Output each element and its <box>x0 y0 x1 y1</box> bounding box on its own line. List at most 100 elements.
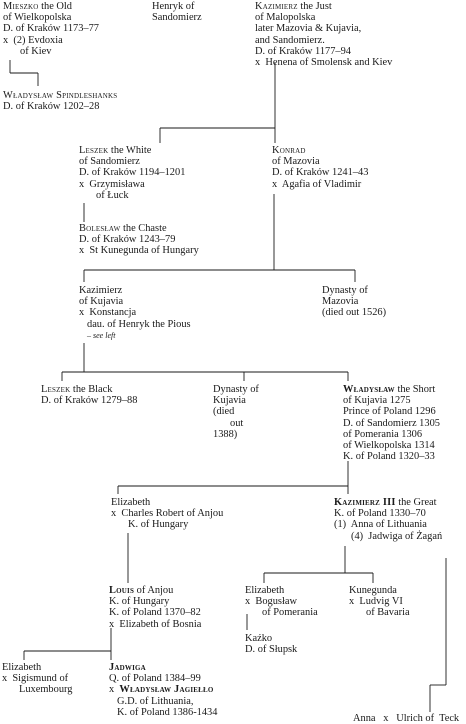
node-line: dau. of Henryk the Pious <box>79 319 191 330</box>
node-text: Luxembourg <box>19 684 73 696</box>
node-line: x St Kunegunda of Hungary <box>79 245 199 256</box>
node-line: D. of Sandomierz 1305 <box>343 418 440 429</box>
node-line: Leszek the White <box>79 145 185 156</box>
node-line: x Grzymisława <box>79 179 185 190</box>
node-line: of Wielkopolska <box>3 12 99 23</box>
node-text: D. of Kraków 1194–1201 <box>79 167 186 179</box>
node-text: Mieszko <box>3 1 39 12</box>
node-text: Kazimierz <box>79 285 123 296</box>
node-line: Kunegunda <box>349 585 410 596</box>
node-text: x St Kunegunda of Hungary <box>79 245 199 257</box>
node-text: – see left <box>87 330 116 340</box>
node-text: later Mazovia & Kujavia, <box>255 23 362 35</box>
node-text: Jadwiga <box>109 662 146 673</box>
node-line: Kazimierz III the Great <box>334 497 442 508</box>
node-text: and Sandomierz. <box>255 34 325 46</box>
node-line: x Konstancja <box>79 307 191 318</box>
node-text: Kazimierz <box>255 1 298 12</box>
node-line: K. of Hungary <box>109 596 201 607</box>
node-line: of Kujavia <box>79 296 191 307</box>
node-line: Kazimierz <box>79 285 191 296</box>
node-text: D. of Sandomierz 1305 <box>343 417 440 429</box>
node-text: of Sandomierz <box>79 156 140 168</box>
node-line: D. of Kraków 1243–79 <box>79 234 199 245</box>
node-line: – see left <box>79 330 191 341</box>
node-text: 1388) <box>213 428 238 440</box>
node-line: Kujavia <box>213 395 259 406</box>
node-text: x Agafia of Vladimir <box>272 178 362 190</box>
node-text: K. of Poland 1330–70 <box>334 508 426 520</box>
node-text: K. of Poland 1386-1434 <box>117 706 218 718</box>
node-line: of Kujavia 1275 <box>343 395 440 406</box>
node-text: x Ludvig VI <box>349 596 403 608</box>
node-line: D. of Kraków 1177–94 <box>255 46 392 57</box>
node-line: K. of Poland 1330–70 <box>334 508 442 519</box>
node-line: 1388) <box>213 429 259 440</box>
node-text: x <box>109 684 120 696</box>
node-text: x Sigismund of <box>2 673 69 685</box>
node-line: K. of Hungary <box>111 519 223 530</box>
node-line: D. of Kraków 1279–88 <box>41 395 137 406</box>
node-text: out <box>230 417 244 429</box>
node-text: K. of Hungary <box>109 596 170 608</box>
node-text: D. of Kraków 1177–94 <box>255 45 352 57</box>
node-line: and Sandomierz. <box>255 35 392 46</box>
node-line: Dynasty of <box>213 384 259 395</box>
node-text: D. of Kraków 1173–77 <box>3 23 100 35</box>
node-line: x Ludvig VI <box>349 596 410 607</box>
node-line: (died out 1526) <box>322 307 386 318</box>
node-text: Kunegunda <box>349 585 397 596</box>
node-line: of Pomerania 1306 <box>343 429 440 440</box>
node-text: of Łuck <box>96 189 129 201</box>
node-line: Elizabeth <box>2 662 73 673</box>
node-line: K. of Poland 1386-1434 <box>109 707 217 718</box>
node-text: Władysław Jagiełło <box>119 684 214 696</box>
node-text: Q. of Poland 1384–99 <box>109 673 201 685</box>
node-line: Konrad <box>272 145 368 156</box>
node-text: of Anjou <box>134 585 174 596</box>
node-text: Elizabeth <box>2 662 42 673</box>
node-line: Prince of Poland 1296 <box>343 406 440 417</box>
node-text: the Short <box>394 384 436 395</box>
node-line: Mazovia <box>322 296 386 307</box>
node-text: of Mazovia <box>272 156 320 168</box>
node-line: of Malopolska <box>255 12 392 23</box>
node-text: Leszek <box>79 145 109 156</box>
node-line: Leszek the Black <box>41 384 137 395</box>
node-line: K. of Poland 1320–33 <box>343 451 440 462</box>
node-text: Anna x Ulrich of Teck <box>353 713 460 724</box>
node-text: Władysław <box>343 384 395 395</box>
node-line: Dynasty of <box>322 285 386 296</box>
node-text: Leszek <box>41 384 71 395</box>
node-text: Louis <box>109 585 135 596</box>
node-line: Q. of Poland 1384–99 <box>109 673 217 684</box>
node-text: Kujavia <box>213 395 246 407</box>
node-line: x Charles Robert of Anjou <box>111 508 223 519</box>
node-line: of Bavaria <box>349 607 410 618</box>
node-text: (died <box>213 406 235 418</box>
node-text: of Kujavia <box>79 296 124 308</box>
node-text: K. of Hungary <box>128 519 189 531</box>
node-text: x Bogusław <box>245 596 297 608</box>
node-line: Elizabeth <box>111 497 223 508</box>
node-text: x Grzymisława <box>79 178 145 190</box>
node-text: G.D. of Lithuania, <box>117 695 194 707</box>
node-text: of Pomerania <box>262 607 318 619</box>
node-text: K. of Poland 1370–82 <box>109 607 201 619</box>
node-line: x Henena of Smolensk and Kiev <box>255 57 392 68</box>
node-line: Władysław the Short <box>343 384 440 395</box>
node-line: (4) Jadwiga of Żagań <box>334 531 442 542</box>
node-line: (died <box>213 406 259 417</box>
node-line: x Bogusław <box>245 596 318 607</box>
node-text: Elizabeth <box>111 497 151 508</box>
node-text: dau. of Henryk the Pious <box>87 318 191 330</box>
